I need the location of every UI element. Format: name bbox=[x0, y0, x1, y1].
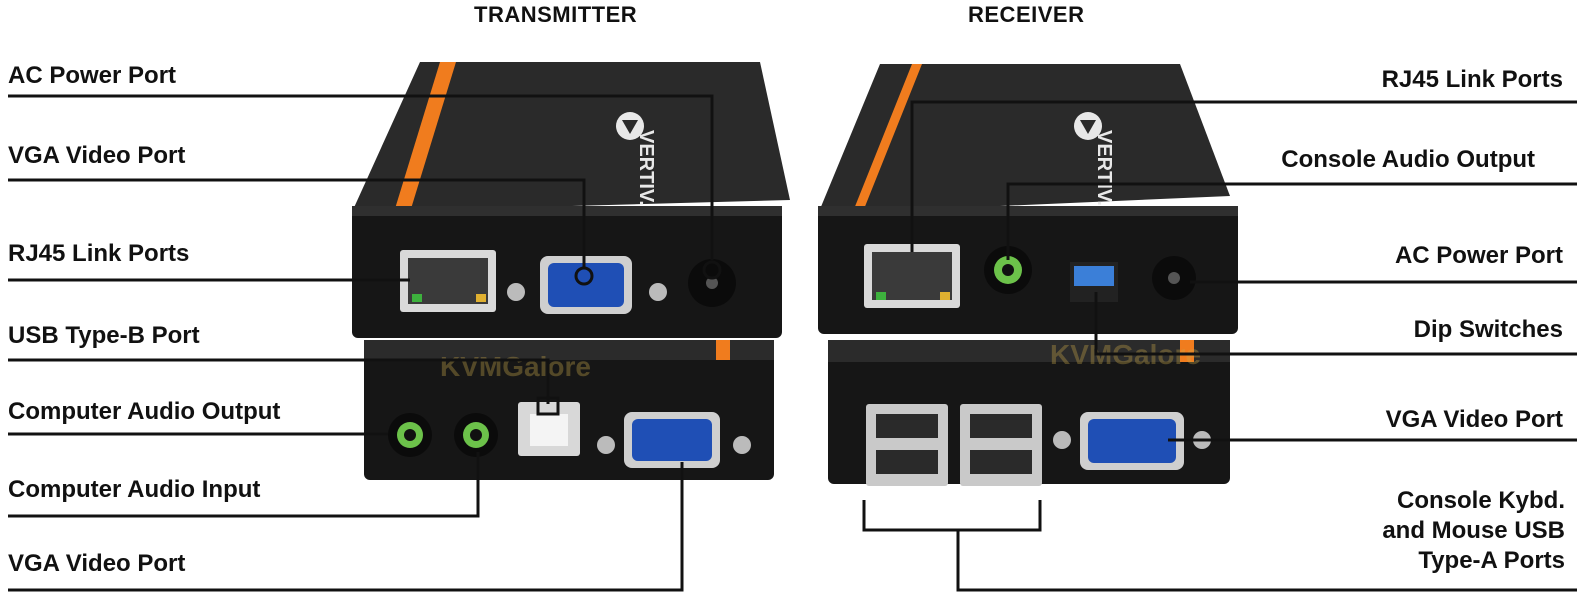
leader-lines bbox=[8, 94, 1577, 592]
label-vga-video-rx: VGA Video Port bbox=[1385, 406, 1563, 433]
receiver-header: RECEIVER bbox=[968, 2, 1085, 27]
transmitter-header: TRANSMITTER bbox=[474, 2, 638, 27]
label-audio-output: Computer Audio Output bbox=[8, 398, 281, 425]
watermark-tx: KVMGalore bbox=[440, 351, 591, 382]
vga-port-tx-bottom bbox=[624, 412, 720, 468]
label-rj45-rx: RJ45 Link Ports bbox=[1381, 66, 1563, 93]
audio-output-jack bbox=[388, 413, 432, 457]
power-jack-rx bbox=[1152, 256, 1196, 300]
screw-icon bbox=[733, 436, 751, 454]
label-vga-video-tx-bottom: VGA Video Port bbox=[8, 550, 186, 577]
screw-icon bbox=[1053, 431, 1071, 449]
label-ac-power-tx: AC Power Port bbox=[8, 62, 177, 89]
label-console-usb-line1: Console Kybd. bbox=[1396, 487, 1565, 514]
screw-icon bbox=[597, 436, 615, 454]
usb-b-port bbox=[518, 402, 580, 456]
audio-input-jack bbox=[454, 413, 498, 457]
label-dip-switches: Dip Switches bbox=[1413, 316, 1563, 343]
brand-logo-tx: VERTIV. bbox=[635, 130, 657, 206]
label-console-usb-line3: Type-A Ports bbox=[1418, 547, 1565, 574]
usb-a-ports bbox=[866, 404, 1042, 486]
label-ac-power-rx: AC Power Port bbox=[1394, 242, 1563, 269]
label-console-usb-line2: and Mouse USB bbox=[1382, 517, 1565, 544]
screw-icon bbox=[649, 283, 667, 301]
label-rj45-tx: RJ45 Link Ports bbox=[8, 240, 190, 267]
label-usb-b: USB Type-B Port bbox=[8, 322, 200, 349]
label-vga-video-tx: VGA Video Port bbox=[8, 142, 186, 169]
label-audio-input: Computer Audio Input bbox=[8, 476, 261, 503]
rj45-port-tx bbox=[400, 250, 496, 312]
console-audio-jack bbox=[984, 246, 1032, 294]
label-console-usb: Console Kybd. and Mouse USB Type-A Ports bbox=[1382, 486, 1565, 576]
dip-switches bbox=[1070, 262, 1118, 302]
label-console-audio: Console Audio Output bbox=[1281, 146, 1535, 173]
rj45-port-rx bbox=[864, 244, 960, 308]
power-jack-tx bbox=[688, 259, 736, 307]
vga-port-rx bbox=[1080, 412, 1184, 470]
screw-icon bbox=[507, 283, 525, 301]
brand-logo-rx: VERTIV. bbox=[1093, 130, 1115, 206]
